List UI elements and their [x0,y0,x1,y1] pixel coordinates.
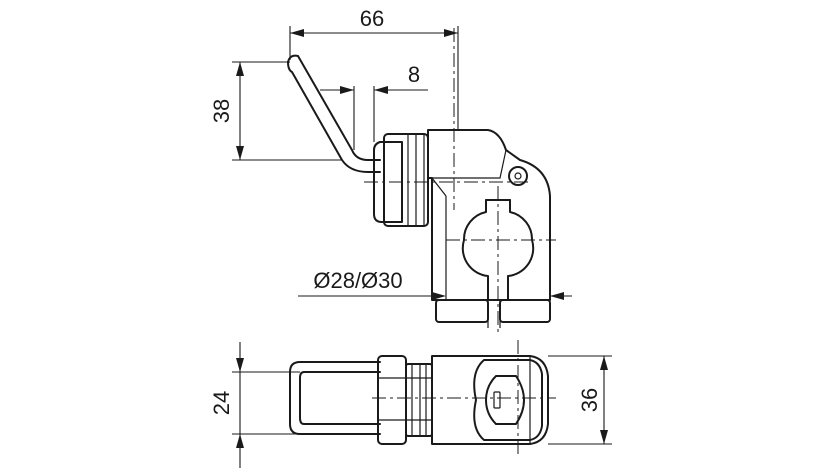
side-view: 66 8 38 Ø28/Ø30 [209,6,572,334]
dim-24: 24 [209,342,300,468]
lever-handle [287,54,381,173]
dim-38-label: 38 [209,99,234,123]
dim-36-label: 36 [577,388,602,412]
lever-loop [289,361,381,435]
dim-8: 8 [320,62,428,150]
dim-24-label: 24 [209,391,234,415]
dim-38: 38 [209,61,342,161]
end-cap-plan [377,355,433,445]
clamp-body [427,129,551,301]
dim-66-label: 66 [360,6,384,31]
plan-view: 24 36 [209,340,612,468]
bottom-tabs [435,299,551,328]
dim-8-label: 8 [408,62,420,87]
clamp-body-plan [431,355,549,445]
dim-tube-diameter-label: Ø28/Ø30 [313,268,402,293]
dim-36: 36 [548,355,612,445]
dim-66: 66 [289,6,459,130]
dim-tube-diameter: Ø28/Ø30 [298,268,572,300]
end-cap [373,133,429,227]
